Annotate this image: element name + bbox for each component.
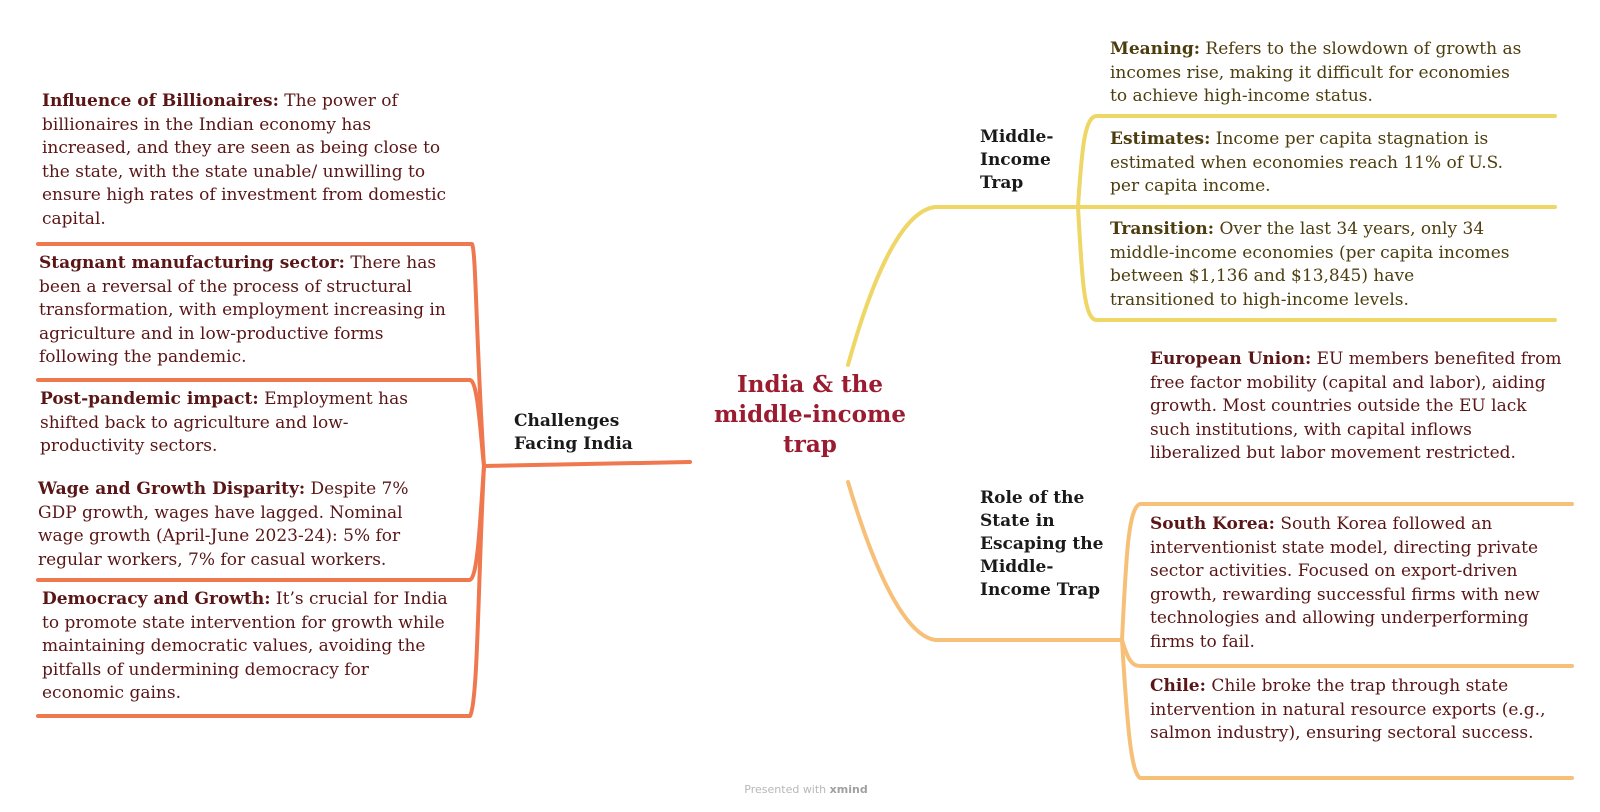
topic-transition[interactable]: Transition: Over the last 34 years, only… — [1110, 218, 1510, 312]
topic-text: South Korea followed an interventionist … — [1150, 514, 1540, 652]
connector-central-to-challenges — [482, 460, 692, 468]
branch-label-role-of-state[interactable]: Role of the State in Escaping the Middle… — [980, 488, 1104, 600]
topic-title: Estimates: — [1110, 129, 1211, 149]
connector-challenges-to-item-5 — [36, 464, 486, 718]
footer-attribution: Presented with xmind — [736, 783, 876, 796]
topic-meaning[interactable]: Meaning: Refers to the slowdown of growt… — [1110, 38, 1530, 109]
topic-title: Transition: — [1110, 219, 1215, 239]
connector-challenges-to-item-3 — [36, 378, 486, 468]
topic-european-union[interactable]: European Union: EU members benefited fro… — [1150, 348, 1562, 466]
topic-title: South Korea: — [1150, 514, 1275, 534]
connector-state-to-south-korea — [1120, 502, 1574, 642]
topic-title: Post-pandemic impact: — [40, 389, 259, 409]
topic-text: EU members benefited from free factor mo… — [1150, 349, 1562, 463]
topic-chile[interactable]: Chile: Chile broke the trap through stat… — [1150, 675, 1562, 746]
topic-text: Income per capita stagnation is estimate… — [1110, 129, 1504, 196]
central-topic[interactable]: India & the middle-income trap — [714, 371, 906, 458]
connector-trap-to-transition — [1076, 205, 1557, 322]
topic-text: Despite 7% GDP growth, wages have lagged… — [38, 479, 409, 570]
topic-text: It’s crucial for India to promote state … — [42, 589, 448, 703]
connector-state-to-chile — [1120, 638, 1574, 780]
topic-text: The power of billionaires in the Indian … — [42, 91, 447, 229]
topic-democracy-and-growth[interactable]: Democracy and Growth: It’s crucial for I… — [42, 588, 454, 706]
branch-label-challenges[interactable]: Challenges Facing India — [514, 411, 633, 454]
topic-influence-of-billionaires[interactable]: Influence of Billionaires: The power of … — [42, 90, 462, 231]
topic-text: Refers to the slowdown of growth as inco… — [1110, 39, 1522, 106]
topic-text: Employment has shifted back to agricultu… — [40, 389, 408, 456]
topic-text: There has been a reversal of the process… — [39, 253, 446, 367]
topic-title: Wage and Growth Disparity: — [38, 479, 306, 499]
topic-title: Chile: — [1150, 676, 1206, 696]
topic-stagnant-manufacturing[interactable]: Stagnant manufacturing sector: There has… — [39, 252, 459, 370]
topic-title: Democracy and Growth: — [42, 589, 271, 609]
topic-text: Over the last 34 years, only 34 middle-i… — [1110, 219, 1510, 310]
branch-label-middle-income-trap[interactable]: Middle-Income Trap — [980, 127, 1054, 193]
connector-central-to-trap — [846, 205, 1080, 367]
connector-central-to-state — [846, 480, 1124, 642]
topic-title: Influence of Billionaires: — [42, 91, 279, 111]
topic-estimates[interactable]: Estimates: Income per capita stagnation … — [1110, 128, 1530, 199]
footer-prefix: Presented with — [744, 783, 827, 796]
topic-text: Chile broke the trap through state inter… — [1150, 676, 1546, 743]
topic-post-pandemic-impact[interactable]: Post-pandemic impact: Employment has shi… — [40, 388, 450, 459]
topic-title: Meaning: — [1110, 39, 1200, 59]
xmind-logo: xmind — [829, 783, 868, 796]
topic-south-korea[interactable]: South Korea: South Korea followed an int… — [1150, 513, 1562, 654]
topic-title: European Union: — [1150, 349, 1312, 369]
topic-wage-growth-disparity[interactable]: Wage and Growth Disparity: Despite 7% GD… — [38, 478, 448, 572]
connector-trap-to-meaning — [1076, 114, 1557, 209]
topic-title: Stagnant manufacturing sector: — [39, 253, 345, 273]
